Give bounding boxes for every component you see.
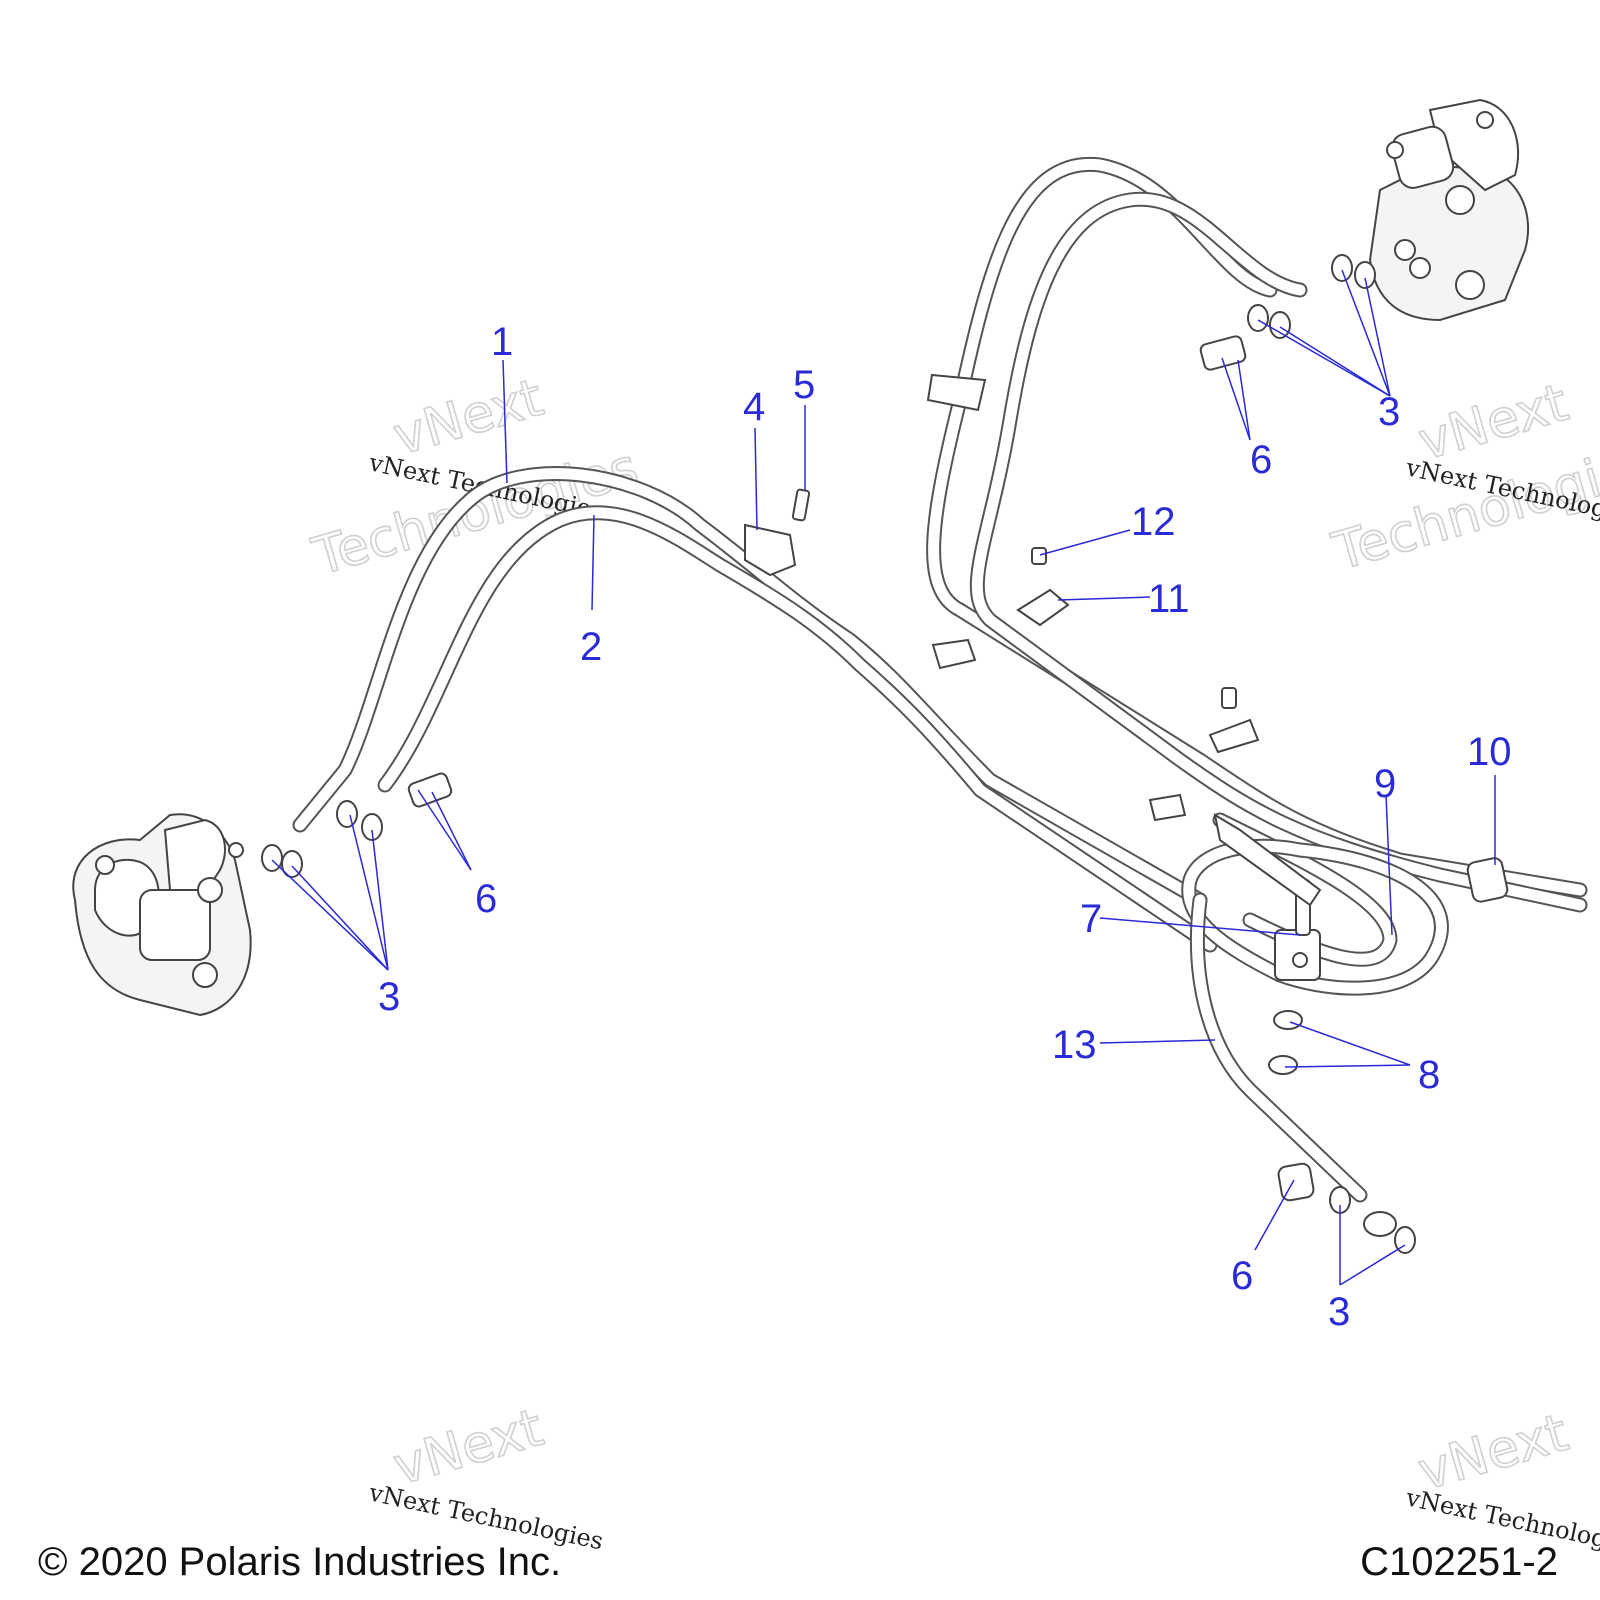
- watermark-top-right: vNext Technologies vNext Technologies: [1325, 372, 1600, 583]
- watermark-text: vNext: [387, 1398, 550, 1498]
- callout-9: 9: [1374, 762, 1396, 806]
- grommets-8: [1268, 1010, 1303, 1075]
- washer-icon: [336, 800, 358, 828]
- sealing-washers: [261, 254, 1416, 1254]
- banjo-bolt-icon: [407, 772, 453, 808]
- clip-11: [1016, 547, 1070, 627]
- washer-icon: [1394, 1226, 1416, 1254]
- watermark-text: vNext: [1412, 1403, 1575, 1503]
- washer-icon: [361, 813, 383, 841]
- callout-3: 3: [1328, 1290, 1350, 1334]
- callout-11: 11: [1148, 577, 1190, 621]
- callout-13: 13: [1052, 1023, 1097, 1067]
- washer-icon: [1269, 311, 1291, 339]
- watermark-text: vNext: [1412, 373, 1575, 473]
- watermark-bottom-right: vNext vNext Technologies: [1403, 1402, 1600, 1560]
- copyright-notice: © 2020 Polaris Industries Inc.: [38, 1540, 562, 1584]
- callout-12: 12: [1131, 500, 1176, 544]
- screw-12: [1031, 547, 1047, 565]
- callout-8: 8: [1418, 1053, 1440, 1097]
- callout-1: 1: [491, 320, 513, 364]
- diagram-code: C102251-2: [1360, 1540, 1558, 1584]
- banjo-bolt-icon: [1199, 335, 1247, 371]
- callout-5: 5: [793, 363, 815, 407]
- banjo-fitting-icon: [1363, 1211, 1397, 1237]
- callout-4: 4: [743, 385, 765, 429]
- mount-bracket: [1213, 812, 1322, 907]
- rear-brake-hose-b: [969, 191, 1588, 913]
- callout-6: 6: [475, 877, 497, 921]
- brake-hose-13: [1181, 838, 1449, 1203]
- brake-caliper-left: [72, 813, 252, 1017]
- callout-6: 6: [1231, 1254, 1253, 1298]
- watermark-bottom-left: vNext vNext Technologies: [366, 1397, 606, 1555]
- washer-icon: [1331, 254, 1353, 282]
- washer-icon: [1354, 261, 1376, 289]
- callout-3: 3: [1378, 390, 1400, 434]
- callout-10: 10: [1467, 730, 1512, 774]
- callout-2: 2: [580, 625, 602, 669]
- banjo-bolt-icon: [1277, 1162, 1315, 1202]
- brake-caliper-right: [1368, 98, 1530, 322]
- callout-7: 7: [1080, 897, 1102, 941]
- hose-clips: [926, 373, 1260, 822]
- watermark-text: vNext: [387, 368, 550, 468]
- callout-6: 6: [1250, 438, 1272, 482]
- washer-icon: [1247, 304, 1269, 332]
- clamp-10: [1466, 857, 1509, 903]
- callout-labels: 1 2 3 3 3 4 5 6 6 6 7 8 9 10 11 12 13: [378, 320, 1512, 1334]
- screw-5: [791, 488, 811, 522]
- brake-hose-2: [377, 505, 1218, 953]
- brake-hose-1: [292, 466, 1208, 908]
- hose-clip-4: [744, 488, 811, 577]
- leader-lines: [271, 269, 1496, 1286]
- callout-3: 3: [378, 975, 400, 1019]
